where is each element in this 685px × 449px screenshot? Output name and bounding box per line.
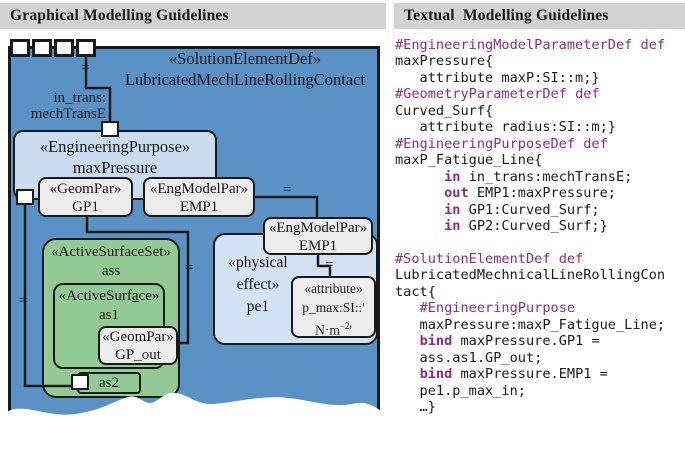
graphical-guidelines-title: Graphical Modelling Guidelines — [10, 7, 229, 24]
equals-label-attribute: = — [325, 257, 334, 273]
code-line: #EngineeringPurpose — [419, 300, 576, 317]
code-line: bind maxPressure.EMP1 = — [419, 366, 608, 383]
port-3 — [54, 39, 74, 57]
solution-element-title: «SolutionElementDef» LubricatedMechLineR… — [112, 49, 378, 90]
code-line: maxP_Fatigue_Line{ — [395, 152, 543, 169]
solution-element-name: LubricatedMechLineRollingContact — [124, 69, 366, 89]
code-line: #EngineeringPurposeDef def — [395, 135, 608, 152]
as1-stereotype: «ActiveSurface» — [58, 288, 160, 304]
port-engineering-purpose-left — [16, 189, 34, 205]
code-line: pe1.p_max_in; — [395, 382, 526, 399]
code-line: out EMP1:maxPressure; — [444, 185, 616, 202]
code-line: attribute radius:SI::m;} — [395, 119, 616, 136]
solution-element-stereotype: «SolutionElementDef» — [168, 49, 322, 68]
code-line: maxPressure:maxP_Fatigue_Line; — [395, 316, 666, 333]
equals-label-emp1: = — [283, 182, 292, 198]
code-line: in GP2:Curved_Surf;} — [444, 217, 608, 234]
port-engineering-purpose-top — [101, 121, 119, 137]
pe1-label: «physical effect» pe1 — [228, 254, 288, 315]
code-line: in in_trans:mechTransE; — [444, 168, 633, 185]
port-4-in-trans — [76, 39, 96, 57]
port-1 — [10, 39, 30, 57]
geompar-gpout-node: «GeomPar» GP_out — [98, 326, 178, 365]
code-line — [395, 234, 683, 250]
equals-label-gpout: = — [185, 260, 194, 276]
code-line: ass.as1.GP_out; — [395, 349, 543, 366]
code-line: #GeometryParameterDef def — [395, 86, 600, 103]
code-line: tact{ — [395, 283, 436, 300]
geompar-gp1-node: «GeomPar» GP1 — [38, 177, 133, 217]
in-trans-port-label: in_trans: mechTransE — [30, 90, 106, 122]
port-as2 — [71, 374, 89, 390]
code-line: maxPressure{ — [395, 53, 494, 70]
code-line: attribute maxP:SI::m;} — [395, 69, 600, 86]
equals-label-intrans: = — [81, 60, 90, 76]
code-line: in GP1:Curved_Surf; — [444, 201, 600, 218]
code-line: LubricatedMechnicalLineRollingCon — [395, 267, 666, 284]
engmodelpar-emp1-outer-node: «EngModelPar» EMP1 — [263, 217, 373, 255]
engineering-purpose-stereotype: «EngineeringPurpose» — [39, 137, 191, 156]
textual-guidelines-header: Textual Modelling Guidelines — [394, 3, 685, 29]
code-line: #EngineeringModelParameterDef def — [395, 37, 666, 53]
graphical-guidelines-header: Graphical Modelling Guidelines — [0, 3, 386, 29]
code-line: #SolutionElementDef def — [395, 250, 584, 267]
engineering-purpose-name: maxPressure — [72, 158, 158, 177]
active-surface-as2-node: as2 — [77, 372, 141, 394]
code-line: …} — [395, 398, 436, 415]
code-line: bind maxPressure.GP1 = — [419, 333, 600, 350]
port-2 — [32, 39, 52, 57]
equals-label-as2: = — [19, 293, 28, 309]
textual-guidelines-title: Textual Modelling Guidelines — [404, 7, 609, 24]
as1-name: as1 — [99, 307, 119, 323]
engmodelpar-emp1-inner-node: «EngModelPar» EMP1 — [143, 177, 255, 217]
attribute-pmax-node: «attribute» p_max:SI::' N·m−2' — [291, 276, 376, 338]
code-line: Curved_Surf{ — [395, 102, 494, 119]
engineering-purpose-node: «EngineeringPurpose» maxPressure — [13, 130, 217, 200]
attribute-unit: N·m−2' — [315, 321, 352, 338]
